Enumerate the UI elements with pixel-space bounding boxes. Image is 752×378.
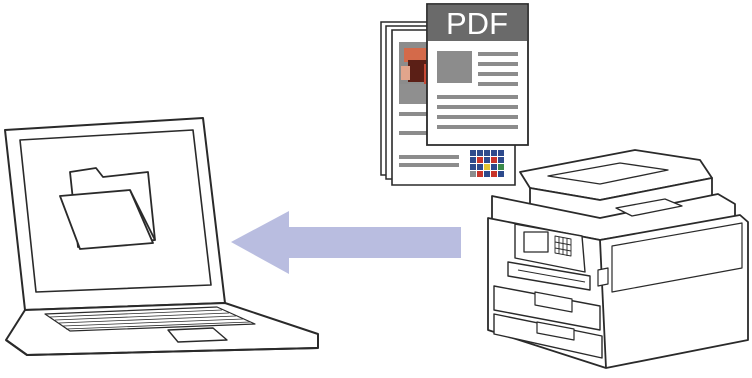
laptop-icon bbox=[4, 117, 319, 356]
color-grid bbox=[470, 150, 504, 177]
folder-icon bbox=[59, 167, 156, 250]
printer-icon bbox=[487, 149, 749, 369]
arrow-left-icon bbox=[231, 211, 461, 274]
pdf-badge-label: PDF bbox=[446, 6, 508, 41]
pdf-document-icon: PDF bbox=[426, 3, 529, 146]
